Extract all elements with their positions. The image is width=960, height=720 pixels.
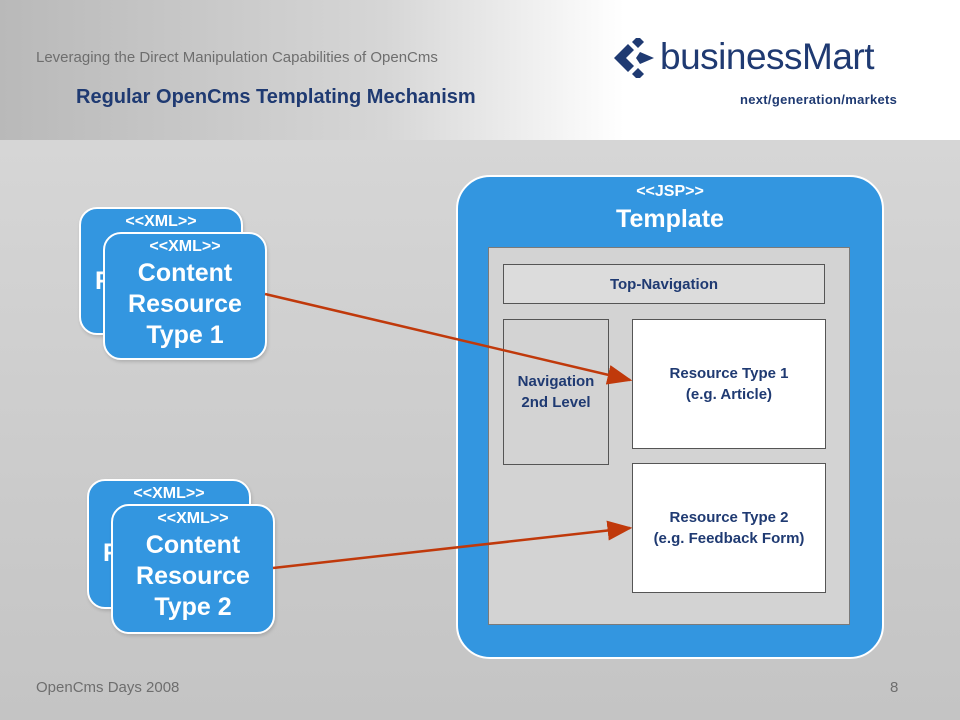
card-stereotype: <<XML>> xyxy=(157,510,229,527)
slot1-line: Resource Type 1 xyxy=(669,365,789,382)
arrow-type1-to-slot1 xyxy=(264,292,633,385)
resource-type-1-slot: Resource Type 1 (e.g. Article) xyxy=(632,319,826,449)
resource-type-2-slot: Resource Type 2 (e.g. Feedback Form) xyxy=(632,463,826,593)
presentation-subtitle: Leveraging the Direct Manipulation Capab… xyxy=(36,49,438,66)
logo-tagline: next/generation/markets xyxy=(740,92,898,107)
businessmart-logo: businessMart next/generation/markets xyxy=(612,36,932,116)
back-stereotype: <<XML>> xyxy=(125,213,197,230)
card-label-line: Type 1 xyxy=(146,321,224,349)
slot2-line: Resource Type 2 xyxy=(669,509,789,526)
back-stereotype: <<XML>> xyxy=(133,485,205,502)
footer-event: OpenCms Days 2008 xyxy=(36,679,180,696)
card-label-line: Content xyxy=(137,259,233,287)
card-label-line: Resource xyxy=(136,562,250,590)
template-stereotype: <<JSP>> xyxy=(636,183,704,200)
logo-mark-icon xyxy=(614,38,654,78)
resource-card-type-2: <<XML>> Content Resource Type 2 xyxy=(111,504,275,634)
arrow-type2-to-slot2 xyxy=(272,520,633,570)
slot1-line: (e.g. Article) xyxy=(685,386,773,403)
navigation-2nd-level-box: Navigation 2nd Level xyxy=(503,319,609,465)
top-navigation-box: Top-Navigation xyxy=(503,264,825,304)
header-band xyxy=(0,0,960,140)
card-label-line: Content xyxy=(145,531,241,559)
slot2-line: (e.g. Feedback Form) xyxy=(653,530,805,547)
card-label-line: Resource xyxy=(128,290,242,318)
nav2-line: 2nd Level xyxy=(521,394,591,411)
template-title: Template xyxy=(616,205,724,233)
nav2-line: Navigation xyxy=(517,373,595,390)
top-navigation-label: Top-Navigation xyxy=(609,275,719,293)
logo-wordmark: businessMart xyxy=(660,36,875,77)
resource-card-type-1: <<XML>> Content Resource Type 1 xyxy=(103,232,267,360)
card-label-line: Type 2 xyxy=(154,593,232,621)
page-number: 8 xyxy=(890,679,899,696)
slide-title: Regular OpenCms Templating Mechanism xyxy=(76,86,476,108)
card-stereotype: <<XML>> xyxy=(149,238,221,255)
